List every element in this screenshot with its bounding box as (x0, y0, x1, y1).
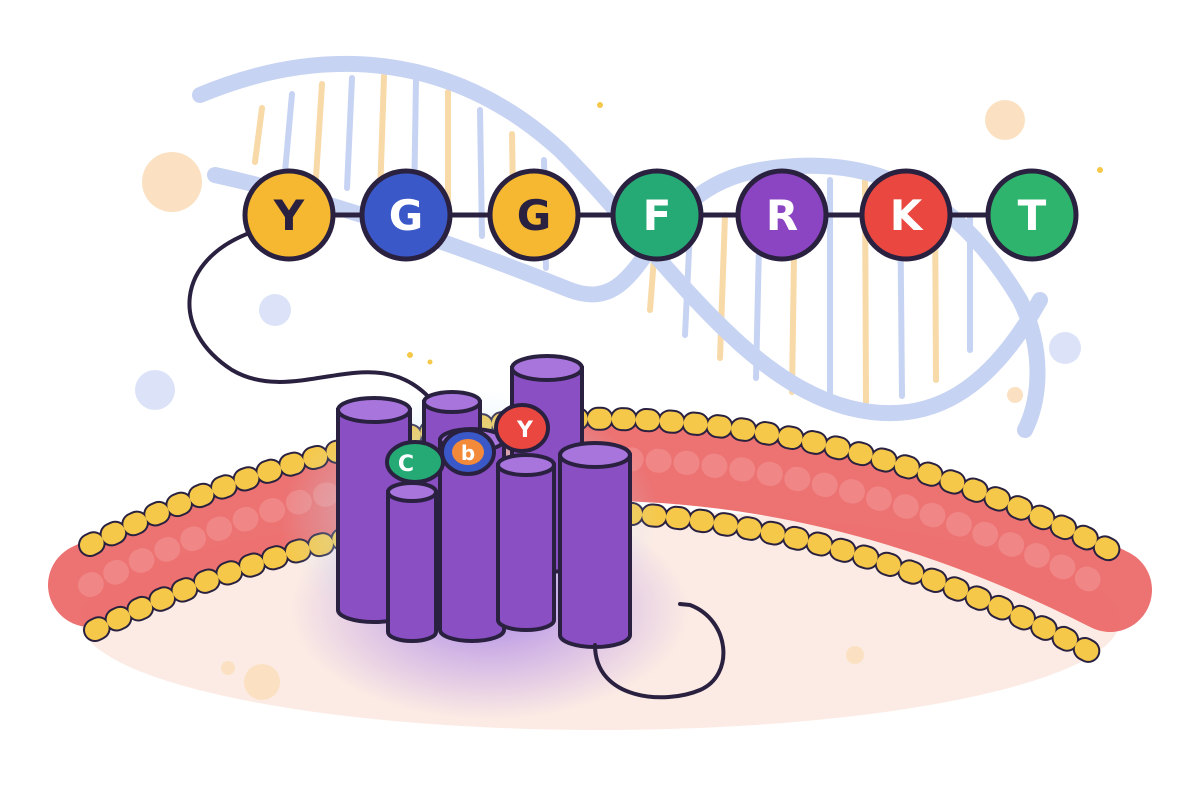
peptide-tether (187, 230, 440, 410)
bound-residue-y: Y (494, 403, 550, 453)
receptor-transmembrane-helices (336, 354, 632, 649)
helix-front-2 (496, 453, 556, 632)
residue-3-letter: G (517, 191, 551, 240)
residue-5-letter: R (766, 191, 798, 240)
residue-2-bead (359, 168, 453, 262)
receptor-c-terminal-tail (593, 602, 726, 700)
helix-front-1 (386, 481, 438, 643)
residue-6-k: K (859, 168, 953, 262)
residue-3-bead (487, 168, 581, 262)
residue-7-bead (985, 168, 1079, 262)
bound-residue-c: C (385, 440, 445, 484)
dna-rungs (252, 73, 973, 405)
background-dots (135, 100, 1103, 700)
residue-7-letter: T (1018, 191, 1047, 240)
membrane-outer-leaflet (80, 408, 1120, 560)
residue-6-letter: K (890, 191, 924, 240)
bound-residue-b: b (440, 428, 496, 476)
peptide-sequence: Y G G F R K T (242, 168, 1079, 262)
residue-1-y: Y (242, 168, 336, 262)
bound-residue-b-letter: b (461, 441, 475, 465)
residue-4-f: F (610, 168, 704, 262)
residue-5-r: R (735, 168, 829, 262)
bound-residue-c-letter: C (398, 452, 414, 477)
residue-6-bead (859, 168, 953, 262)
residue-5-bead (735, 168, 829, 262)
residue-2-g: G (359, 168, 453, 262)
residue-4-bead (610, 168, 704, 262)
residue-1-bead (242, 168, 336, 262)
residue-2-letter: G (389, 191, 423, 240)
residue-1-letter: Y (273, 191, 305, 240)
helix-front-3 (558, 441, 632, 649)
dna-strand-a (192, 56, 1048, 422)
residue-4-letter: F (643, 191, 672, 240)
residue-3-g: G (487, 168, 581, 262)
bound-residue-y-letter: Y (516, 418, 534, 443)
residue-7-t: T (985, 168, 1079, 262)
